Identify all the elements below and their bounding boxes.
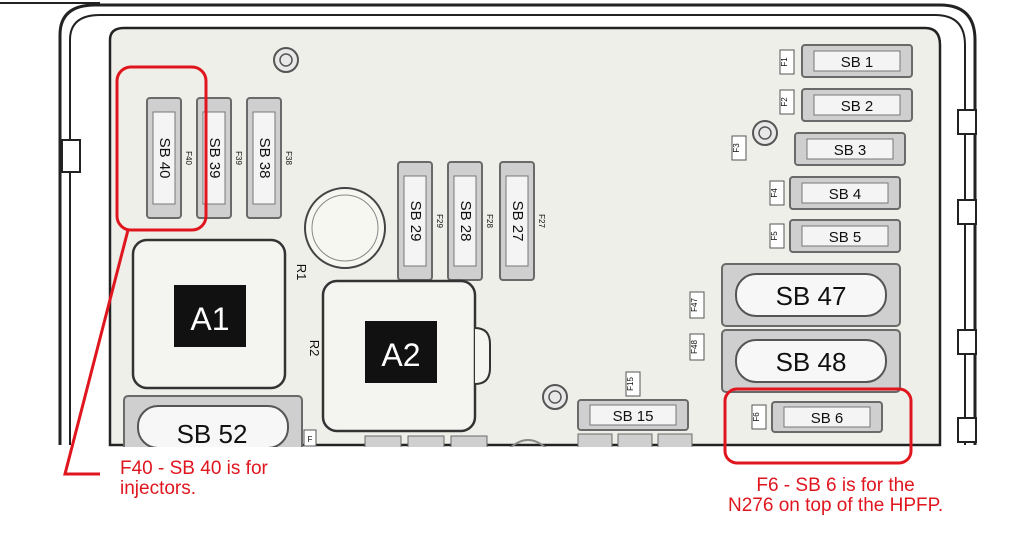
fuse-sb5: SB 5 F5 xyxy=(769,219,901,253)
annotation-left: F40 - SB 40 is for injectors. xyxy=(120,458,268,499)
fuse-sb40: SB 40 F40 xyxy=(146,97,193,219)
fuse-sb2: SB 2 F2 xyxy=(779,88,913,122)
fuse-label: SB 15 xyxy=(613,408,654,425)
fuse-tag: F39 xyxy=(234,151,243,165)
fuse-tag: F6 xyxy=(752,412,761,422)
fuse-sb28: SB 28 F28 xyxy=(447,161,494,281)
fuse-label: SB 52 xyxy=(177,419,248,449)
fuse-sb47: SB 47 xyxy=(721,263,901,327)
fuse-label: SB 4 xyxy=(829,186,862,203)
relay-label: A2 xyxy=(381,337,420,373)
fuse-label: SB 1 xyxy=(841,54,874,71)
fuse-tag: F4 xyxy=(770,188,779,198)
fuse-tag: F15 xyxy=(626,377,635,391)
fuse-tag-f48: F48 xyxy=(689,333,705,361)
fuse-label: SB 38 xyxy=(256,138,273,179)
fuse-tag: F47 xyxy=(690,298,699,312)
fuse-sb27: SB 27 F27 xyxy=(499,161,546,281)
fuse-tag: F1 xyxy=(780,57,789,67)
fuse-label: SB 3 xyxy=(834,142,867,159)
screw-icon xyxy=(752,120,778,146)
relay-tag: R2 xyxy=(307,340,322,357)
fuse-label: SB 2 xyxy=(841,98,874,115)
fuse-label: SB 40 xyxy=(156,138,173,179)
fuse-sb29: SB 29 F29 xyxy=(397,161,444,281)
fuse-label: SB 6 xyxy=(811,410,844,427)
fuse-sb3: SB 3 F3 xyxy=(731,132,906,166)
fuse-tag-f47: F47 xyxy=(689,291,705,319)
fuse-tag: F48 xyxy=(690,340,699,354)
fuse-sb52: SB 52 F xyxy=(123,395,317,455)
fuse-sb15: SB 15 F15 xyxy=(577,371,689,431)
fuse-tag: F2 xyxy=(780,97,789,107)
fuse-label: SB 48 xyxy=(776,347,847,377)
leader-line xyxy=(63,229,130,476)
fuse-label: SB 39 xyxy=(206,138,223,179)
fuse-tag: F28 xyxy=(485,214,494,228)
fuse-tag: F5 xyxy=(770,231,779,241)
fuse-label: SB 27 xyxy=(509,201,526,242)
fuse-label: SB 47 xyxy=(776,281,847,311)
fuse-tag: F29 xyxy=(435,214,444,228)
fuse-label: SB 28 xyxy=(457,201,474,242)
fuse-sb48: SB 48 xyxy=(721,329,901,393)
fuse-label: SB 5 xyxy=(829,229,862,246)
fuse-tag: F xyxy=(308,435,313,444)
fuse-label: SB 29 xyxy=(407,201,424,242)
fuse-tag: F27 xyxy=(537,214,546,228)
annotation-right: F6 - SB 6 is for the N276 on top of the … xyxy=(728,475,944,516)
relay-tag: R1 xyxy=(294,264,309,281)
fuse-tag: F3 xyxy=(732,143,741,153)
screw-icon xyxy=(542,384,568,410)
highlight-box-sb40 xyxy=(115,65,208,232)
fuse-sb4: SB 4 F4 xyxy=(769,176,901,210)
fuse-tag: F40 xyxy=(184,151,193,165)
fuse-sb38: SB 38 F38 xyxy=(246,97,293,219)
fuse-sb1: SB 1 F1 xyxy=(779,44,913,78)
highlight-box-sb6 xyxy=(723,387,913,465)
fuse-sb6: SB 6 F6 xyxy=(751,401,883,433)
relay-a1: A1 R1 xyxy=(131,238,309,390)
relay-label: A1 xyxy=(190,301,229,337)
fuse-tag: F38 xyxy=(284,151,293,165)
screw-icon xyxy=(273,47,299,73)
round-socket xyxy=(304,187,386,269)
relay-a2: A2 R2 xyxy=(307,279,491,433)
